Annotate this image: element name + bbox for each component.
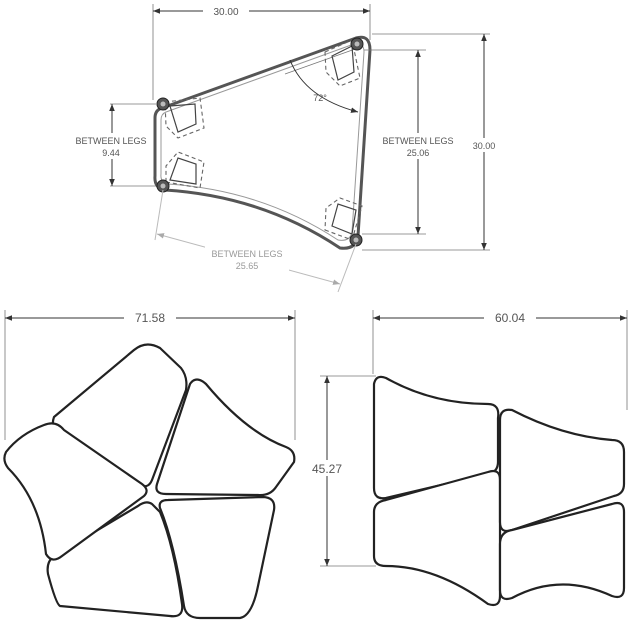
extension-line bbox=[337, 243, 357, 293]
table-top-edge bbox=[160, 43, 365, 241]
star-width-value: 71.58 bbox=[135, 311, 165, 325]
top-width-value: 30.00 bbox=[213, 7, 238, 18]
cluster-height-value: 45.27 bbox=[312, 462, 342, 476]
star-configuration: 71.58 bbox=[3, 309, 296, 620]
cluster-table-lower-right bbox=[498, 501, 626, 601]
cluster-table-upper-left bbox=[372, 375, 500, 500]
top-height-value: 30.00 bbox=[473, 141, 496, 151]
leg-bottom-right bbox=[324, 197, 363, 247]
star-table-upper-right bbox=[155, 378, 296, 497]
angle-ref-line bbox=[284, 47, 359, 75]
table-top-outline bbox=[153, 35, 372, 250]
angle-value: 72° bbox=[313, 93, 327, 103]
leg-left-upper bbox=[156, 97, 205, 139]
leg-top-right bbox=[324, 37, 364, 87]
cluster-configuration: 60.04 45.27 bbox=[308, 309, 628, 607]
left-legs-label: BETWEEN LEGS bbox=[75, 136, 146, 146]
right-legs-label: BETWEEN LEGS bbox=[382, 136, 453, 146]
bottom-legs-value: 25.65 bbox=[236, 261, 259, 271]
left-legs-value: 9.44 bbox=[102, 148, 120, 158]
top-view: 30.00 72° bbox=[70, 4, 502, 293]
star-table-bottom bbox=[46, 501, 184, 618]
star-table-left bbox=[3, 422, 148, 561]
extension-line bbox=[154, 189, 164, 241]
cluster-table-lower-left bbox=[372, 469, 502, 607]
angle-arc bbox=[289, 59, 359, 113]
leg-left-lower bbox=[156, 151, 205, 193]
bottom-legs-label: BETWEEN LEGS bbox=[211, 249, 282, 259]
star-table-lower-right bbox=[158, 495, 276, 620]
cluster-width-value: 60.04 bbox=[495, 311, 525, 325]
right-legs-value: 25.06 bbox=[407, 148, 430, 158]
